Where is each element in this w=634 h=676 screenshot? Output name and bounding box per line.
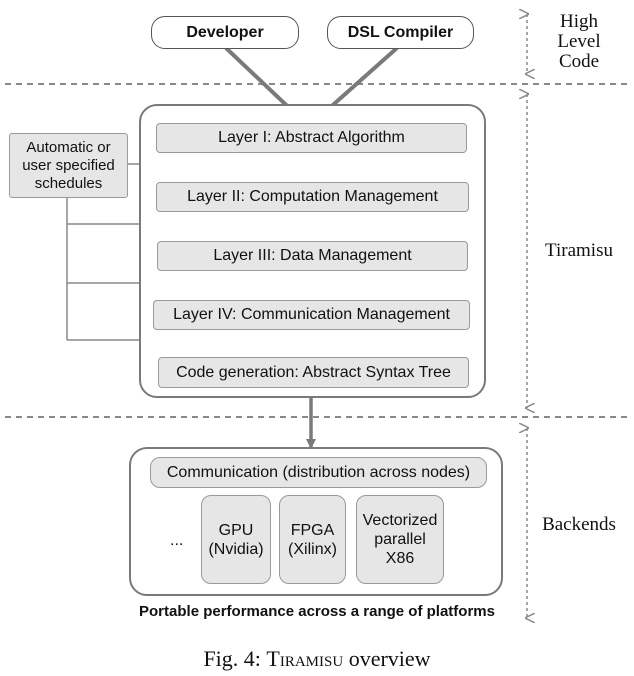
dsl-compiler-box: DSL Compiler	[327, 16, 474, 49]
communication-box: Communication (distribution across nodes…	[150, 457, 487, 488]
fpga-box: FPGA (Xilinx)	[279, 495, 346, 584]
developer-label: Developer	[186, 23, 264, 41]
layer-data-management: Layer III: Data Management	[157, 241, 468, 271]
figure-caption: Fig. 4: Tiramisu overview	[203, 646, 431, 671]
layer-abstract-algorithm: Layer I: Abstract Algorithm	[156, 123, 467, 153]
x86-box: Vectorized parallel X86	[356, 495, 444, 584]
side-label-high-level: High Level Code	[557, 11, 601, 72]
side-label-tiramisu: Tiramisu	[545, 240, 613, 261]
layer-computation-management: Layer II: Computation Management	[156, 182, 469, 212]
side-label-backends: Backends	[542, 514, 616, 535]
dsl-compiler-label: DSL Compiler	[347, 23, 454, 41]
caption-name: Tiramisu	[266, 646, 344, 671]
backends-ellipsis: ...	[170, 532, 184, 549]
layer-code-generation: Code generation: Abstract Syntax Tree	[158, 357, 469, 388]
gpu-box: GPU (Nvidia)	[201, 495, 271, 584]
developer-box: Developer	[151, 16, 299, 49]
tagline: Portable performance across a range of p…	[139, 603, 495, 620]
layer-communication-management: Layer IV: Communication Management	[153, 300, 470, 330]
schedules-box: Automatic or user specified schedules	[9, 133, 128, 198]
